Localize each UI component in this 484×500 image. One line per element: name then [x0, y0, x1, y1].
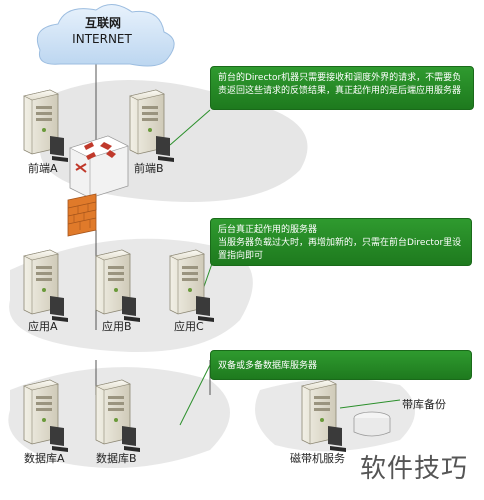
director-note: 前台的Director机器只需要接收和调度外界的请求，不需要负责返回这些请求的反…: [210, 66, 474, 110]
internet-cloud-icon: [36, 4, 175, 67]
db-b-label: 数据库B: [96, 452, 137, 465]
cloud-subtitle: INTERNET: [72, 32, 132, 46]
app-a-label: 应用A: [28, 320, 58, 333]
tape-library-icon: [353, 411, 391, 437]
db-note: 双备或多备数据库服务器: [210, 350, 472, 380]
tape-backup-label: 带库备份: [402, 398, 446, 411]
director-switch-icon: [69, 135, 129, 199]
app-c-label: 应用C: [174, 320, 204, 333]
backend-note: 后台真正起作用的服务器 当服务器负载过大时，再增加新的，只需在前台Directo…: [210, 218, 472, 266]
director-note-text: 前台的Director机器只需要接收和调度外界的请求，不需要负责返回这些请求的反…: [218, 73, 462, 96]
tape-server-label: 磁带机服务: [290, 452, 345, 465]
watermark: 软件技巧: [360, 454, 469, 484]
firewall-icon: [67, 193, 97, 237]
db-note-text: 双备或多备数据库服务器: [218, 361, 318, 371]
app-b-label: 应用B: [102, 320, 132, 333]
front-b-label: 前端B: [134, 162, 164, 175]
cloud-title: 互联网: [84, 16, 121, 30]
backend-note-line2: 当服务器负载过大时，再增加新的，只需在前台Director里设置指向即可: [218, 238, 462, 261]
db-a-label: 数据库A: [24, 452, 65, 465]
front-a-label: 前端A: [28, 162, 58, 175]
backend-note-line1: 后台真正起作用的服务器: [218, 225, 318, 235]
